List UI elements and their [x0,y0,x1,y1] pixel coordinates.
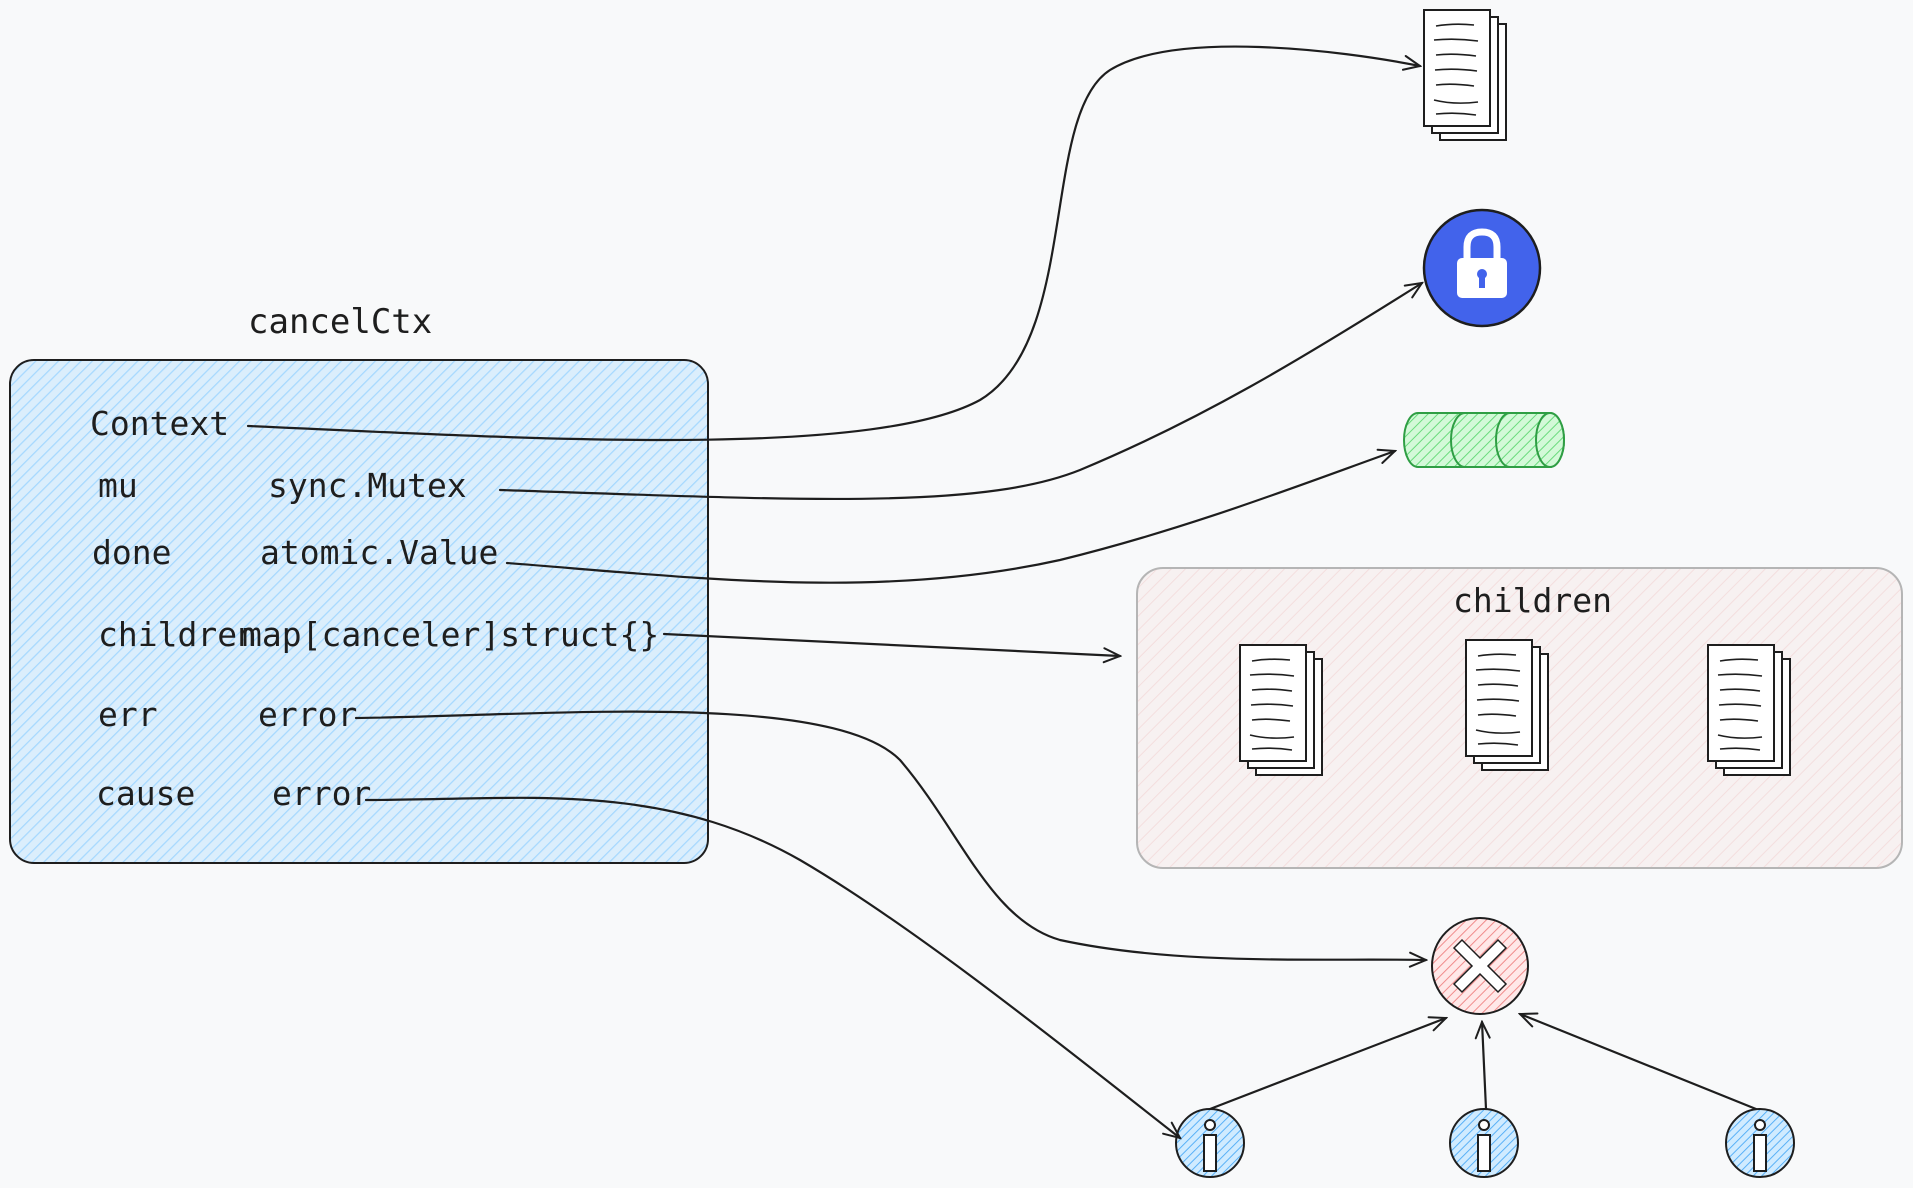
info-2-icon [1449,1108,1519,1178]
arrow-info2-to-error [1482,1022,1486,1111]
context-document-icon [1423,9,1507,141]
field-type-mu: sync.Mutex [268,466,467,505]
field-type-err: error [258,695,357,734]
arrow-info1-to-error [1208,1018,1446,1111]
lock-icon [1422,208,1542,328]
channel-cylinder-icon [1403,412,1565,468]
field-type-cause: error [272,774,371,813]
arrow-err-to-error [354,710,1426,960]
arrow-info3-to-error [1520,1014,1758,1111]
field-type-children: map[canceler]struct{} [242,615,659,654]
arrow-children-to-group [662,632,1120,656]
field-name-context: Context [90,404,229,443]
child-document-2-icon [1465,639,1549,771]
field-type-done: atomic.Value [260,533,498,572]
arrow-done-to-channel [505,451,1395,584]
children-group-title: children [1453,581,1612,620]
field-name-done: done [92,533,171,572]
arrow-context-to-document [246,45,1420,442]
struct-title: cancelCtx [248,302,432,342]
info-1-icon [1175,1108,1245,1178]
struct-box [9,359,709,864]
child-document-1-icon [1239,644,1323,776]
field-name-err: err [98,695,158,734]
field-name-mu: mu [98,466,138,505]
child-document-3-icon [1707,644,1791,776]
error-x-icon [1431,917,1529,1015]
info-3-icon [1725,1108,1795,1178]
arrow-cause-to-info [364,796,1180,1138]
field-name-cause: cause [96,774,195,813]
field-name-children: children [98,615,257,654]
arrow-mu-to-lock [498,283,1422,501]
